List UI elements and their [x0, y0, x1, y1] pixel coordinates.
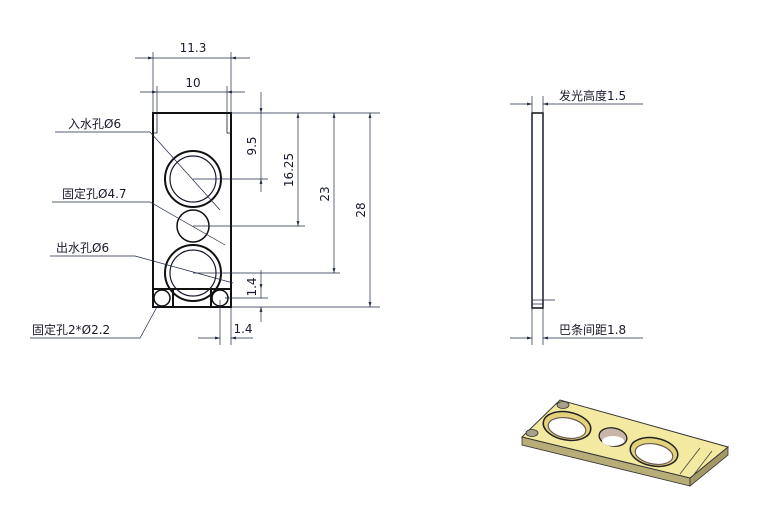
side-view: 发光高度1.5 巴条间距1.8 [510, 88, 643, 345]
label-outlet-hole: 出水孔Ø6 [56, 241, 109, 255]
plate-outline [152, 112, 232, 308]
dim-9-5: 9.5 [245, 136, 259, 155]
dim-23: 23 [318, 186, 332, 201]
dim-inner-width: 10 [185, 76, 200, 90]
label-bar-pitch: 巴条间距1.8 [559, 323, 626, 337]
dim-edge-horizontal: 1.4 [233, 322, 252, 336]
top-notches [153, 113, 231, 134]
iso-view [521, 399, 730, 487]
side-outline [531, 112, 544, 309]
dim-28: 28 [354, 202, 368, 217]
label-fix-hole-corner: 固定孔2*Ø2.2 [32, 322, 110, 337]
fix-hole-left [153, 289, 171, 307]
dim-edge-vertical: 1.4 [245, 277, 259, 296]
dim-16-25: 16.25 [282, 153, 296, 187]
front-view: 11.3 10 9.5 16.25 23 28 1.4 1.4 入水孔Ø6 固定… [30, 41, 380, 345]
dim-overall-width: 11.3 [180, 41, 207, 55]
label-emission-height: 发光高度1.5 [559, 88, 626, 103]
label-fix-hole-mid: 固定孔Ø4.7 [62, 186, 127, 201]
label-inlet-hole: 入水孔Ø6 [68, 117, 121, 131]
